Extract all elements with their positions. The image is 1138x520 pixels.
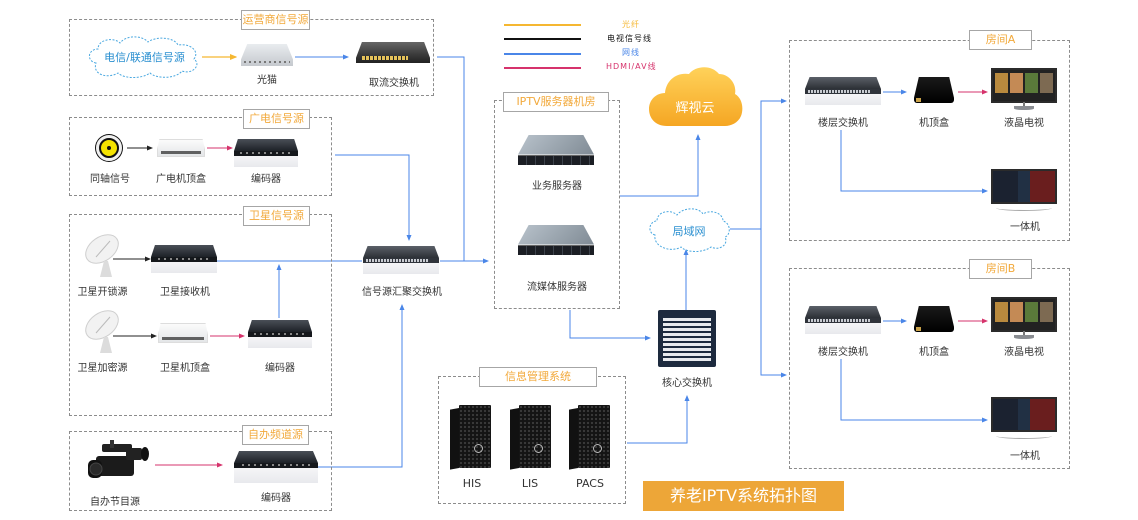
group-title-operator: 运营商信号源 <box>241 10 310 30</box>
satellite-stb-device <box>158 323 208 343</box>
lan-cloud-label: 局域网 <box>672 225 706 238</box>
aggregation-switch-device <box>363 246 439 274</box>
business-server-device <box>518 135 594 165</box>
group-room-b <box>789 268 1070 469</box>
room-a-floor-switch-device <box>805 77 881 105</box>
group-room-a <box>789 40 1070 241</box>
room-b-stb-device <box>914 306 954 332</box>
net-line-iptv-to-cloud <box>620 134 701 197</box>
group-title-cable: 广电信号源 <box>243 109 310 129</box>
room-b-lcd-tv-device <box>991 297 1057 339</box>
group-satellite <box>69 214 332 416</box>
room-a-stb-device <box>914 77 954 103</box>
core-switch-slots <box>663 318 711 362</box>
satellite-dish-icon <box>85 234 119 277</box>
room-b-lcd-tv-label: 液晶电视 <box>1004 347 1044 358</box>
satellite-encrypted-label: 卫星加密源 <box>77 363 128 374</box>
room-a-lcd-tv-device <box>991 68 1057 110</box>
group-title-his: 信息管理系统 <box>479 367 597 387</box>
room-a-floor-switch-label: 楼层交换机 <box>818 118 868 129</box>
huishi-cloud-label: 辉视云 <box>675 101 715 116</box>
take-stream-switch-device <box>356 42 430 63</box>
room-b-floor-switch-label: 楼层交换机 <box>818 347 868 358</box>
pc-tower-lis <box>510 405 551 470</box>
huishi-cloud-icon <box>649 67 743 126</box>
room-b-stb-label: 机顶盒 <box>919 347 949 358</box>
optical-modem-device <box>241 44 293 66</box>
pc-tower-pacs <box>569 405 610 470</box>
cable-encoder-label: 编码器 <box>251 174 281 185</box>
streaming-server-label: 流媒体服务器 <box>527 282 587 293</box>
legend-swatch-tv-signal <box>504 38 581 40</box>
coax-center-pin <box>107 146 111 150</box>
cable-encoder-device <box>234 139 298 167</box>
net-line-his-to-core <box>627 395 690 444</box>
take-stream-switch-label: 取流交换机 <box>369 78 419 89</box>
legend-swatch-fiber <box>504 24 581 26</box>
room-b-floor-switch-device <box>805 306 881 334</box>
group-title-room-b: 房间B <box>969 259 1032 279</box>
dashed-cloud-telecom <box>89 36 198 78</box>
net-line-takeswitch-to-iptv <box>437 56 465 261</box>
pc-label-lis: LIS <box>521 477 539 490</box>
business-server-label: 业务服务器 <box>532 181 582 192</box>
net-line-selfenc-to-agg <box>318 304 405 468</box>
legend-label-fiber: 光纤 <box>622 20 640 29</box>
satellite-encoder-device <box>248 320 312 348</box>
room-a-all-in-one-device <box>991 169 1057 211</box>
group-title-room-a: 房间A <box>969 30 1032 50</box>
pc-label-pacs: PACS <box>576 477 604 490</box>
satellite-receiver-device <box>151 245 217 273</box>
satellite-dish-icon <box>85 310 119 353</box>
self-program-label: 自办节目源 <box>90 497 140 508</box>
satellite-receiver-label: 卫星接收机 <box>160 287 210 298</box>
group-cable <box>69 117 332 196</box>
legend-label-network: 网线 <box>622 48 640 57</box>
pc-tower-his <box>450 405 491 470</box>
camcorder-icon <box>88 440 149 478</box>
room-a-all-in-one-label: 一体机 <box>1010 222 1040 233</box>
legend-swatch-network <box>504 53 581 55</box>
satellite-stb-label: 卫星机顶盒 <box>160 363 210 374</box>
aggregation-switch-label: 信号源汇聚交换机 <box>362 287 442 298</box>
core-switch-device <box>658 310 716 367</box>
net-line-cable-to-agg <box>335 154 412 241</box>
legend-label-hdmi: HDMI/AV线 <box>606 62 657 71</box>
room-a-lcd-tv-label: 液晶电视 <box>1004 118 1044 129</box>
group-title-selfmade: 自办频道源 <box>242 425 309 445</box>
legend-label-tv-signal: 电视信号线 <box>607 34 652 43</box>
net-line-a-switch-to-aio <box>840 130 988 194</box>
group-title-iptv-room: IPTV服务器机房 <box>503 92 609 112</box>
core-switch-label: 核心交换机 <box>662 378 712 389</box>
room-b-all-in-one-label: 一体机 <box>1010 451 1040 462</box>
cloud-telecom-label: 电信/联通信号源 <box>104 51 185 64</box>
diagram-title-banner: 养老IPTV系统拓扑图 <box>643 481 844 511</box>
room-a-stb-label: 机顶盒 <box>919 118 949 129</box>
room-b-all-in-one-device <box>991 397 1057 439</box>
cable-stb-device <box>157 139 205 157</box>
cable-stb-label: 广电机顶盒 <box>156 174 206 185</box>
net-line-iptv-to-core <box>569 310 651 341</box>
net-line-trunk-to-room-a <box>760 100 785 376</box>
net-line-b-switch-to-aio <box>840 359 988 423</box>
pc-label-his: HIS <box>462 477 482 490</box>
coax-signal-label: 同轴信号 <box>90 174 130 185</box>
self-encoder-device <box>234 451 318 483</box>
streaming-server-device <box>518 225 594 255</box>
self-encoder-label: 编码器 <box>261 493 291 504</box>
optical-modem-label: 光猫 <box>257 75 277 86</box>
satellite-unlocked-label: 卫星开锁源 <box>77 287 128 298</box>
group-selfmade <box>69 431 332 511</box>
legend-swatch-hdmi <box>504 67 581 69</box>
group-title-satellite: 卫星信号源 <box>243 206 310 226</box>
satellite-encoder-label: 编码器 <box>265 363 295 374</box>
